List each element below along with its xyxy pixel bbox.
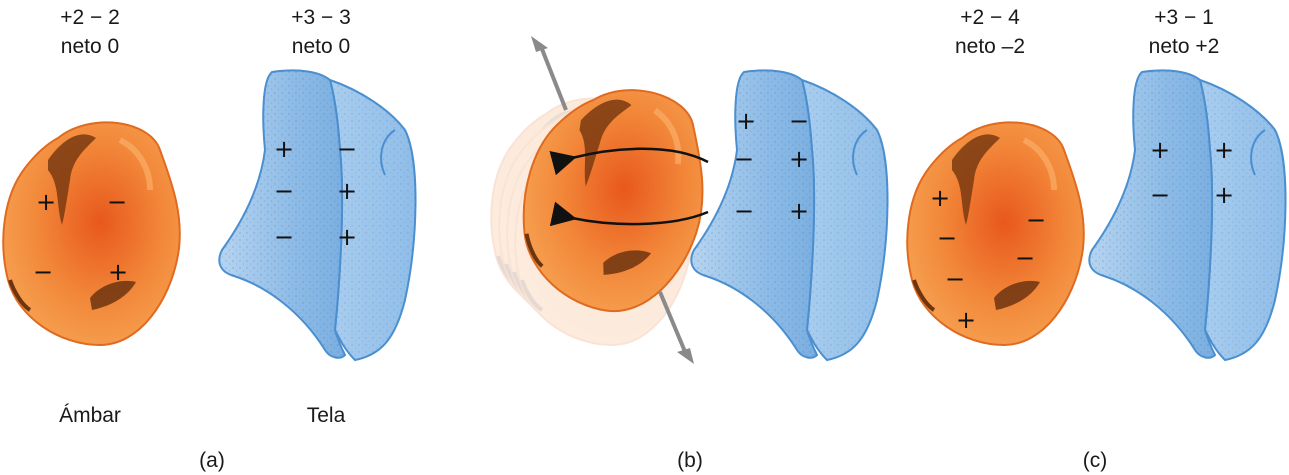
motion-arrow-down-head (677, 348, 694, 364)
motion-arrow-down-line (658, 291, 688, 355)
cloth-b-sign: + (789, 145, 809, 173)
amber-c-charge-equation: +2 − 4 (960, 6, 1020, 29)
cloth-a-sign: − (274, 177, 294, 205)
amber-c-net-charge: neto –2 (954, 35, 1026, 58)
cloth-piece-c (1088, 69, 1287, 361)
cloth-b-sign: − (734, 197, 754, 225)
cloth-b-sign: + (789, 197, 809, 225)
rub-arrow-lower (549, 201, 709, 227)
cloth-piece-a (218, 69, 417, 361)
cloth-b-sign: − (734, 145, 754, 173)
cloth-a-charge-equation: +3 − 3 (291, 6, 351, 29)
cloth-b-sign: + (736, 107, 756, 135)
amber-piece-a (3, 122, 180, 345)
cloth-a-sign: + (337, 177, 357, 205)
amber-c-sign: − (945, 265, 965, 293)
amber-a-sign: − (107, 188, 127, 216)
caption-a: (a) (199, 449, 225, 472)
amber-c-sign: + (956, 306, 976, 334)
cloth-c-sign: + (1214, 136, 1234, 164)
amber-piece-c (907, 122, 1084, 345)
panel-a (3, 69, 417, 361)
cloth-a-sign: − (337, 135, 357, 163)
cloth-a-sign: + (337, 223, 357, 251)
caption-b: (b) (677, 449, 703, 472)
amber-c-sign: + (930, 184, 950, 212)
amber-c-sign: − (1026, 206, 1046, 234)
panel-b (491, 36, 889, 364)
rub-arrow-upper (549, 147, 709, 176)
amber-c-sign: − (937, 224, 957, 252)
cloth-a-sign: − (274, 223, 294, 251)
charge-signs: + − − + + − − + − + + − − + − + + − − − … (33, 107, 1234, 334)
cloth-c-sign: − (1150, 181, 1170, 209)
amber-a-sign: + (108, 258, 128, 286)
cloth-c-charge-equation: +3 − 1 (1154, 6, 1214, 29)
amber-a-sign: + (36, 188, 56, 216)
amber-c-sign: − (1015, 244, 1035, 272)
cloth-a-sign: + (274, 135, 294, 163)
cloth-name-label: Tela (306, 404, 346, 427)
motion-arrow-up-head (531, 36, 548, 52)
cloth-b-sign: − (789, 107, 809, 135)
amber-a-net-charge: neto 0 (60, 35, 120, 58)
motion-arrow-up-line (538, 43, 568, 111)
cloth-c-net-charge: neto +2 (1148, 35, 1220, 58)
cloth-c-sign: + (1150, 136, 1170, 164)
cloth-a-net-charge: neto 0 (291, 35, 351, 58)
cloth-c-sign: + (1214, 181, 1234, 209)
amber-a-charge-equation: +2 − 2 (60, 6, 120, 29)
amber-a-sign: − (33, 258, 53, 286)
caption-c: (c) (1082, 449, 1108, 472)
amber-name-label: Ámbar (59, 404, 121, 427)
